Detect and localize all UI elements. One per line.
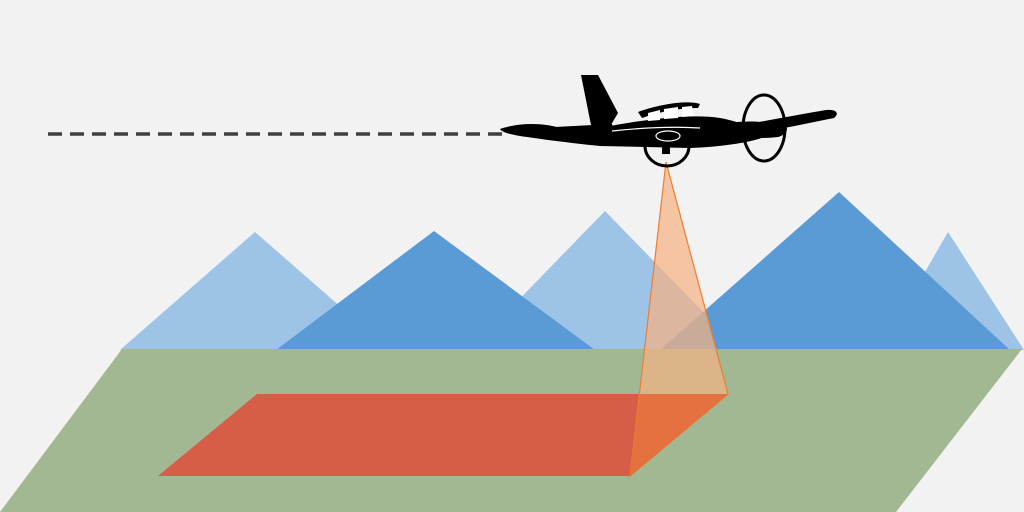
beam-footprint	[630, 394, 728, 476]
mountain-front-2	[660, 192, 1010, 350]
twin-engine-aircraft-icon	[500, 75, 837, 168]
survey-area	[158, 394, 728, 476]
mountain-front-1	[276, 231, 595, 350]
mountains-front	[276, 192, 1010, 350]
